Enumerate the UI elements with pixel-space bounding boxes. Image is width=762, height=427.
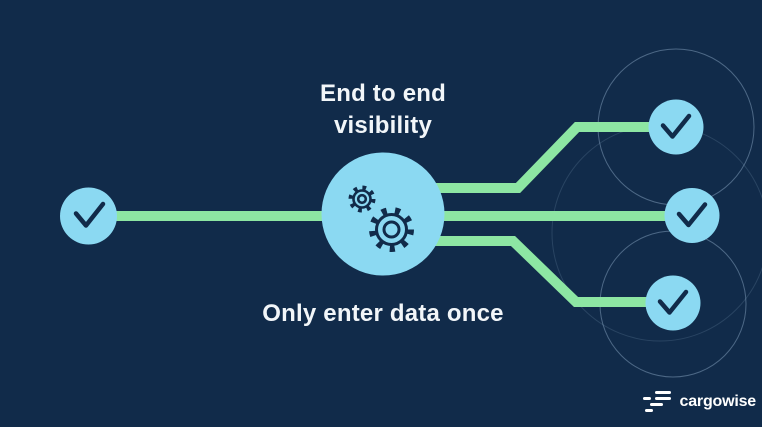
check-icon bbox=[73, 201, 106, 228]
gear-teeth bbox=[369, 207, 414, 252]
gear-ring bbox=[352, 189, 372, 209]
gear-hole bbox=[356, 193, 368, 205]
logo-bar bbox=[642, 397, 651, 400]
right-node-circle-top bbox=[648, 99, 704, 155]
connector-right-top bbox=[383, 122, 676, 193]
logo-bar bbox=[654, 391, 671, 394]
headline-top-line1: End to end bbox=[320, 80, 446, 107]
check-icon bbox=[657, 289, 689, 315]
gear-ring bbox=[375, 213, 408, 246]
headline-top-line2: visibility bbox=[333, 112, 433, 139]
left-node-circle bbox=[60, 187, 117, 245]
logo-bar bbox=[654, 397, 671, 400]
gear-hole bbox=[382, 220, 401, 239]
check-icon bbox=[676, 202, 708, 228]
caption-bottom: Only enter data once bbox=[262, 300, 504, 327]
logo-bar bbox=[644, 409, 653, 412]
cargowise-logo: cargowise bbox=[642, 391, 757, 413]
connector-right-bottom bbox=[383, 236, 673, 307]
headline-top: End to end visibility bbox=[320, 78, 446, 142]
right-node-circle-middle bbox=[664, 188, 720, 243]
right-node-circle-bottom bbox=[645, 275, 701, 331]
gear-teeth bbox=[348, 185, 376, 213]
cargowise-logo-mark bbox=[642, 391, 673, 413]
cargowise-logo-text: cargowise bbox=[679, 393, 757, 410]
gears-icon bbox=[348, 185, 414, 252]
center-node-circle bbox=[321, 152, 445, 276]
check-icon bbox=[660, 113, 692, 139]
logo-bar bbox=[649, 403, 663, 406]
